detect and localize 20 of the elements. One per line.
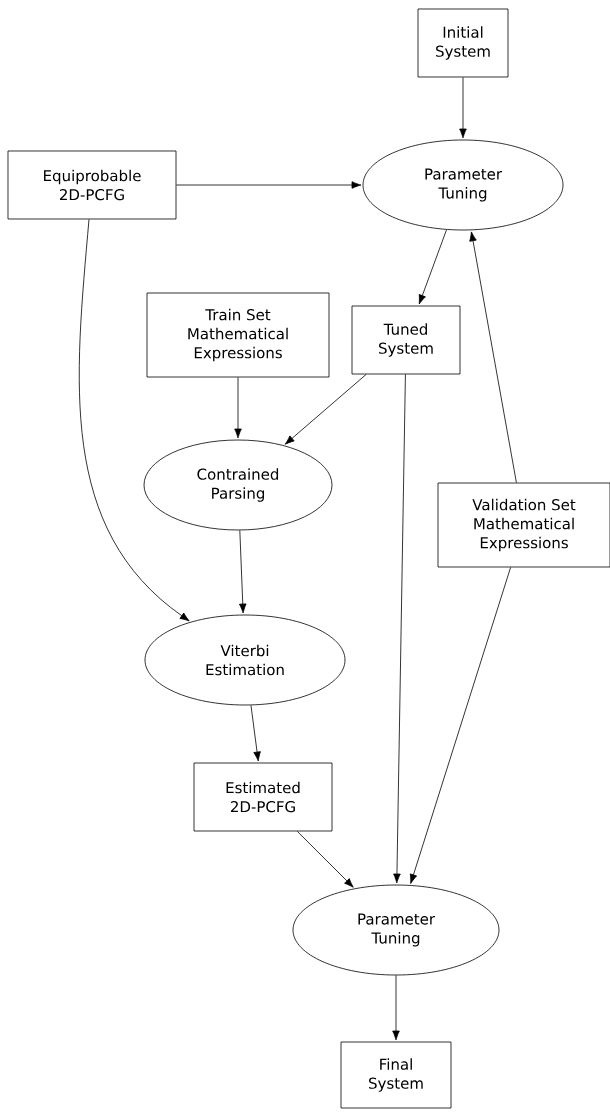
data-box: Final System xyxy=(340,1041,452,1109)
data-box: Equiprobable 2D-PCFG xyxy=(7,150,177,220)
arrow xyxy=(250,704,261,762)
arrow xyxy=(459,77,467,139)
arrow xyxy=(78,219,190,622)
arrow xyxy=(392,975,400,1041)
arrow xyxy=(176,181,362,189)
data-box: Estimated 2D-PCFG xyxy=(193,762,333,832)
arrow xyxy=(296,831,354,888)
data-box: Initial System xyxy=(417,8,509,78)
data-box: Validation Set Mathematical Expressions xyxy=(437,482,610,568)
arrow xyxy=(469,231,517,483)
arrow xyxy=(239,530,247,614)
data-box: Tuned System xyxy=(351,305,461,375)
arrow xyxy=(284,374,367,445)
data-box: Train Set Mathematical Expressions xyxy=(146,292,330,378)
arrow xyxy=(418,229,447,305)
arrow xyxy=(393,374,406,884)
arrow xyxy=(234,377,242,439)
arrow xyxy=(409,567,511,884)
